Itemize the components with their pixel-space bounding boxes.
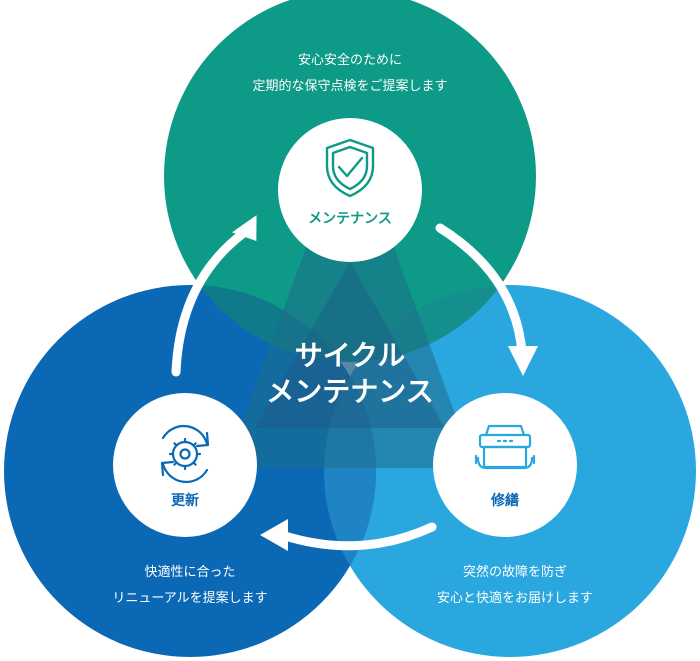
top-caption: 安心安全のために 定期的な保守点検をご提案します	[210, 48, 490, 100]
arrow-top-to-right	[435, 223, 527, 357]
arrowhead-left	[260, 519, 288, 551]
center-title-line-2: メンテナンス	[266, 375, 434, 408]
right-caption-line-1: 突然の故障を防ぎ	[462, 565, 567, 580]
left-caption-line-1: 快適性に合った	[144, 565, 236, 580]
center-triangle	[225, 248, 475, 468]
center-title: サイクル メンテナンス	[225, 338, 475, 410]
right-caption: 突然の故障を防ぎ 安心と快適をお届けします	[390, 560, 640, 612]
right-caption-line-2: 安心と快適をお届けします	[436, 591, 593, 606]
arrowhead-top	[231, 215, 257, 242]
left-caption: 快適性に合った リニューアルを提案します	[60, 560, 320, 612]
node-label-renewal: 更新	[171, 493, 199, 509]
shield-check-icon	[325, 138, 375, 198]
center-title-line-1: サイクル	[294, 339, 406, 372]
arrow-right-to-left	[277, 522, 437, 551]
toolbox-icon	[474, 424, 536, 470]
arrow-left-to-top	[171, 227, 250, 377]
left-caption-line-2: リニューアルを提案します	[112, 591, 268, 606]
arrowhead-right	[508, 346, 538, 376]
node-right-bg	[433, 393, 577, 537]
top-caption-line-1: 安心安全のために	[297, 53, 402, 68]
node-label-repair: 修繕	[491, 493, 519, 509]
top-caption-line-2: 定期的な保守点検をご提案します	[252, 79, 448, 94]
center-triangle-core	[255, 262, 445, 428]
node-label-maintenance: メンテナンス	[308, 211, 392, 227]
gear-refresh-icon	[160, 424, 210, 484]
